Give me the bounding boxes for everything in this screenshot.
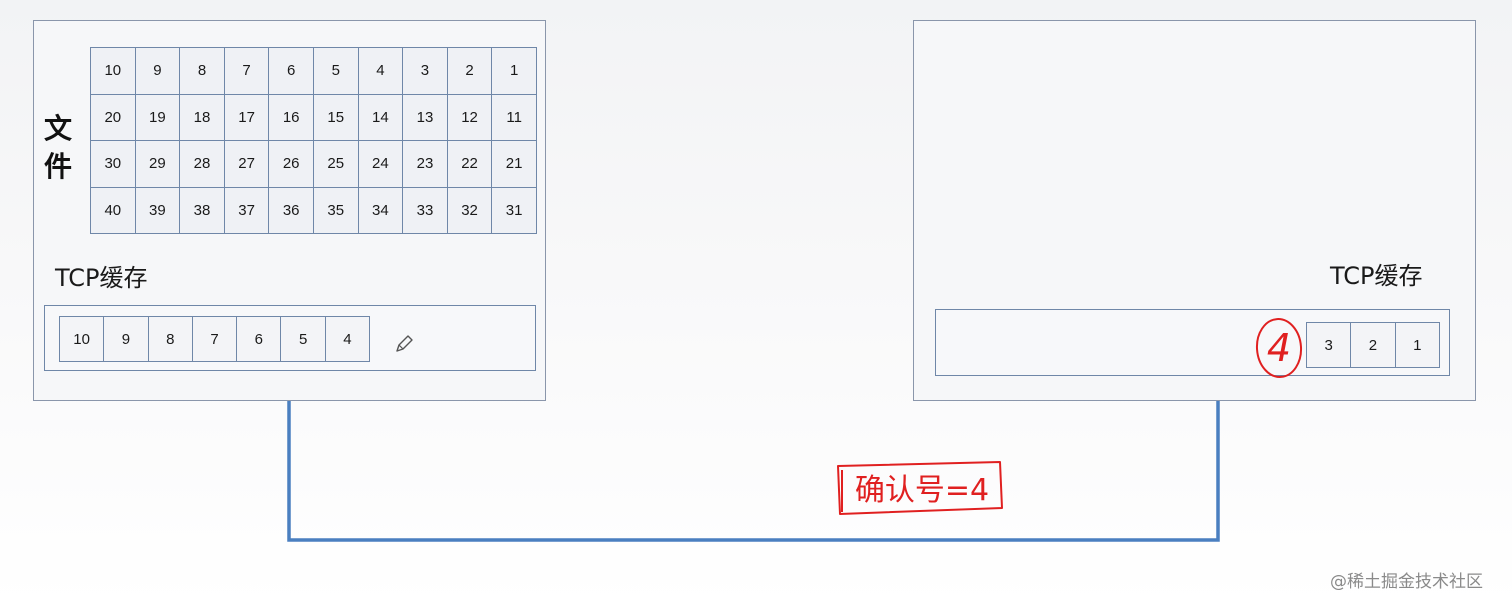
- ack-number-text: 确认号=4: [855, 473, 989, 508]
- sender-buffer-segment: 10: [60, 316, 105, 362]
- pencil-icon[interactable]: [393, 333, 415, 355]
- file-segment-cell: 17: [224, 94, 270, 141]
- sender-buffer-segment: 7: [192, 316, 238, 362]
- file-segment-cell: 29: [135, 141, 181, 188]
- file-segment-cell: 7: [224, 48, 270, 95]
- ack-number-annotation: 确认号=4: [837, 461, 1003, 515]
- file-segment-cell: 10: [91, 48, 136, 95]
- file-segment-cell: 25: [313, 141, 359, 188]
- sender-buffer-segment: 5: [281, 316, 326, 362]
- file-segment-cell: 18: [180, 94, 225, 141]
- file-segment-cell: 14: [358, 94, 404, 141]
- file-segment-cell: 40: [91, 187, 136, 234]
- file-segment-cell: 2: [447, 48, 493, 95]
- watermark: @稀土掘金技术社区: [1330, 572, 1483, 592]
- file-segment-cell: 4: [358, 48, 404, 95]
- sender-buffer-segment: 8: [148, 316, 193, 362]
- file-segment-cell: 36: [269, 187, 314, 234]
- file-segment-cell: 22: [447, 141, 493, 188]
- file-segment-cell: 21: [492, 141, 537, 188]
- file-segment-cell: 20: [91, 94, 136, 141]
- sender-buffer-segment: 6: [237, 316, 282, 362]
- file-segment-cell: 5: [313, 48, 359, 95]
- file-segment-cell: 23: [403, 141, 448, 188]
- circled-number-annotation: 4: [1255, 318, 1303, 378]
- file-segment-cell: 31: [492, 187, 537, 234]
- receiver-buffer-segment: 2: [1351, 322, 1396, 368]
- file-segment-cell: 12: [447, 94, 493, 141]
- file-segment-cell: 19: [135, 94, 181, 141]
- file-segment-cell: 16: [269, 94, 314, 141]
- file-segment-cell: 38: [180, 187, 225, 234]
- file-segment-cell: 24: [358, 141, 404, 188]
- file-segment-cell: 39: [135, 187, 181, 234]
- file-segment-cell: 30: [91, 141, 136, 188]
- file-segment-cell: 27: [224, 141, 270, 188]
- file-segment-cell: 37: [224, 187, 270, 234]
- sender-buffer-title: TCP缓存: [55, 264, 148, 292]
- file-segment-cell: 34: [358, 187, 404, 234]
- receiver-buffer-segment: 3: [1307, 322, 1352, 368]
- file-segment-cell: 3: [403, 48, 448, 95]
- file-label: 文件: [43, 112, 72, 183]
- file-segment-cell: 28: [180, 141, 225, 188]
- file-segment-cell: 32: [447, 187, 493, 234]
- file-segment-cell: 9: [135, 48, 181, 95]
- file-segment-cell: 35: [313, 187, 359, 234]
- receiver-buffer-title: TCP缓存: [1330, 262, 1423, 290]
- sender-buffer-segment: 4: [325, 316, 371, 362]
- file-segment-cell: 8: [180, 48, 225, 95]
- file-segment-cell: 1: [492, 48, 537, 95]
- receiver-buffer-segment: 1: [1395, 322, 1440, 368]
- sender-buffer-segment: 9: [104, 316, 149, 362]
- file-segment-cell: 26: [269, 141, 314, 188]
- file-segment-cell: 33: [403, 187, 448, 234]
- circled-number-text: 4: [1267, 326, 1291, 370]
- file-segment-cell: 15: [313, 94, 359, 141]
- file-segment-cell: 11: [492, 94, 537, 141]
- network-link-line: [287, 401, 1220, 542]
- file-segment-cell: 13: [403, 94, 448, 141]
- file-segment-cell: 6: [269, 48, 314, 95]
